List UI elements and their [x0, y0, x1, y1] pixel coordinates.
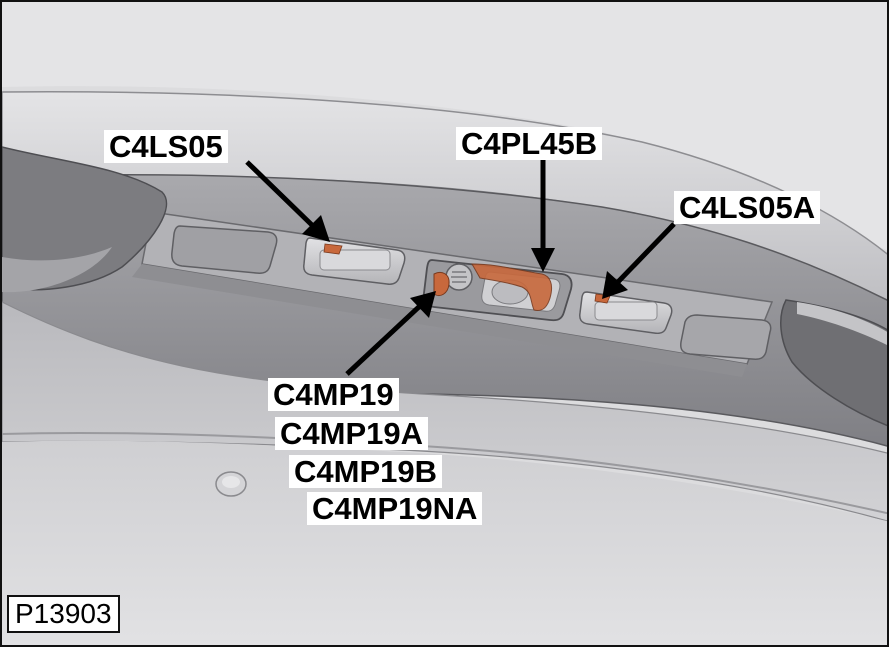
arrowhead-c4pl45b: [531, 248, 555, 272]
label-c4mp19a: C4MP19A: [275, 417, 428, 450]
leader-arrows: [245, 159, 676, 376]
arrowhead-c4mp19: [410, 291, 436, 318]
label-c4mp19na: C4MP19NA: [307, 492, 483, 525]
label-c4ls05a: C4LS05A: [674, 191, 821, 224]
arrow-c4mp19: [345, 302, 424, 376]
camera-release-module: [422, 259, 573, 322]
round-fastener: [215, 471, 247, 497]
arrow-c4ls05: [245, 160, 316, 229]
arrowhead-c4ls05: [302, 215, 330, 242]
label-c4mp19b: C4MP19B: [289, 455, 442, 488]
label-c4ls05: C4LS05: [104, 130, 228, 163]
arrow-c4ls05a: [614, 222, 676, 286]
label-c4mp19: C4MP19: [268, 378, 399, 411]
licence-lamp-left: [303, 237, 406, 285]
left-grip: [2, 146, 168, 293]
blank-recess-right: [680, 314, 772, 360]
blank-recess-left: [171, 225, 278, 274]
right-grip: [780, 299, 887, 427]
figure-id: P13903: [7, 595, 120, 633]
label-c4pl45b: C4PL45B: [456, 127, 603, 160]
arrowhead-c4ls05a: [602, 271, 628, 299]
